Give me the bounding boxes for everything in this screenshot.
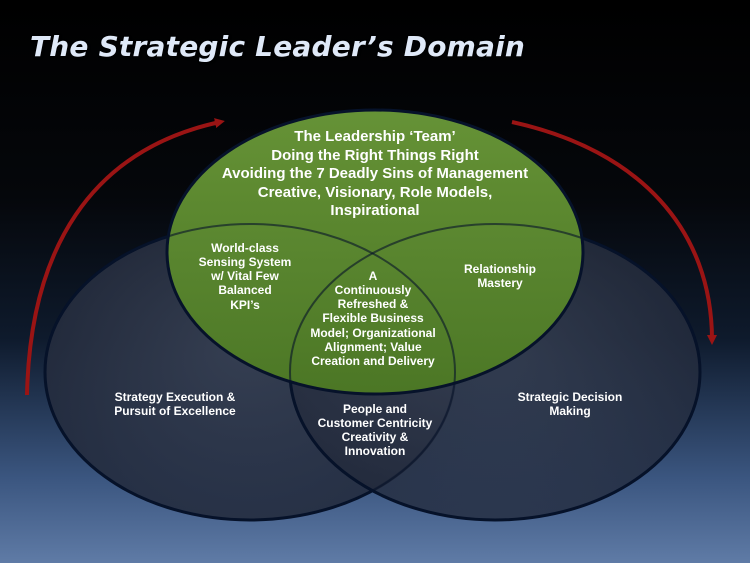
relationship-line-2: Mastery bbox=[477, 276, 523, 291]
execution-line-1: Strategy Execution & bbox=[114, 390, 236, 404]
center-line-1: A bbox=[368, 269, 378, 283]
overlap-outline-left bbox=[44, 223, 456, 521]
relationship-line-1: Relationship bbox=[463, 262, 536, 276]
strategy-execution-text: Strategy Execution & Pursuit of Excellen… bbox=[90, 390, 260, 418]
customer-line-3: Creativity & bbox=[341, 430, 409, 445]
execution-line-2: Pursuit of Excellence bbox=[114, 404, 236, 419]
customer-line-4: Innovation bbox=[344, 444, 406, 459]
business-model-text: A Continuously Refreshed & Flexible Busi… bbox=[298, 269, 448, 368]
sensing-line-3: w/ Vital Few bbox=[211, 269, 279, 284]
customer-line-1: People and bbox=[342, 402, 407, 416]
sensing-system-text: World-class Sensing System w/ Vital Few … bbox=[185, 241, 305, 312]
sensing-line-2: Sensing System bbox=[198, 255, 292, 270]
customer-centricity-text: People and Customer Centricity Creativit… bbox=[300, 402, 450, 459]
right-cycle-arrow bbox=[511, 120, 717, 345]
center-line-6: Alignment; Value bbox=[324, 339, 422, 354]
left-cycle-arrow bbox=[25, 118, 225, 396]
sensing-line-5: KPI’s bbox=[230, 297, 260, 312]
decision-line-1: Strategic Decision bbox=[517, 390, 623, 404]
sensing-line-4: Balanced bbox=[218, 283, 272, 298]
leadership-line-5: Inspirational bbox=[330, 202, 420, 220]
slide-title: The Strategic Leader’s Domain bbox=[30, 30, 526, 63]
center-line-4: Flexible Business bbox=[322, 311, 424, 326]
sensing-line-1: World-class bbox=[211, 241, 279, 255]
center-line-3: Refreshed & bbox=[337, 297, 409, 312]
leadership-line-2: Doing the Right Things Right bbox=[271, 146, 479, 164]
decision-line-2: Making bbox=[549, 404, 591, 419]
center-line-5: Model; Organizational bbox=[310, 325, 436, 340]
leadership-team-text: The Leadership ‘Team’ Doing the Right Th… bbox=[200, 128, 550, 221]
overlap-outline-right bbox=[289, 223, 701, 521]
leadership-line-1: The Leadership ‘Team’ bbox=[294, 128, 456, 145]
leadership-line-4: Creative, Visionary, Role Models, bbox=[257, 183, 493, 201]
strategic-decision-text: Strategic Decision Making bbox=[500, 390, 640, 418]
customer-line-2: Customer Centricity bbox=[317, 416, 433, 431]
center-line-7: Creation and Delivery bbox=[311, 353, 435, 368]
relationship-mastery-text: Relationship Mastery bbox=[440, 262, 560, 290]
center-line-2: Continuously bbox=[334, 283, 412, 298]
leadership-line-3: Avoiding the 7 Deadly Sins of Management bbox=[221, 165, 529, 183]
